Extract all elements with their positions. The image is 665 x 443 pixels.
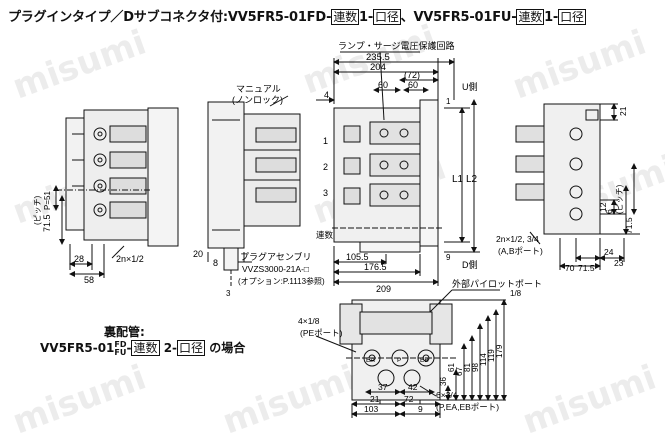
dim-70: 70 [565,263,575,273]
station-1: 1 [323,136,328,146]
subtitle-model: VV5FR5-01 [40,341,115,355]
dim-28: 28 [74,254,84,264]
label-pitch: (ピッチ) [33,195,42,225]
dim-72-bottom: 72 [404,394,414,404]
dim-21-bottom: 21 [370,394,380,404]
label-manual: マニュアル [236,84,281,94]
top-view [316,51,480,286]
left-view [53,107,179,278]
dim-72: (72) [404,70,420,80]
dim-9: 9 [446,253,451,262]
dim-9-bottom: 9 [418,404,423,414]
title-prefix: プラグインタイプ／Dサブコネクタ付:VV5FR5-01FD- [8,10,332,25]
label-rensu: 連数 [316,230,334,240]
dim-12: 12 [598,202,608,212]
title-mid2: 1- [544,10,559,25]
bottom-view [315,289,507,418]
dim-23: 23 [614,258,624,268]
dim-71-5: 71.5 [42,214,52,232]
dim-36: 36 [439,377,448,386]
subtitle-mid: 2- [163,341,178,355]
label-plug-model: VVZS3000-21A-□ [242,264,309,274]
dim-67: 67 [455,367,464,376]
title-box-kokei-2: 口径 [558,9,586,25]
label-pe-port: (PEポート) [300,328,343,338]
label-pea-port: (P,EA,EBポート) [436,402,499,412]
side-body [207,101,245,249]
label-L1: L1 [452,174,464,185]
dim-235-5: 235.5 [366,52,390,63]
dim-3: 3 [226,289,231,298]
label-p51: P=51 [43,191,52,210]
label-ab-size: 2n×1/2, 3/4 [496,234,539,244]
subtitle-box-kokei: 口径 [177,340,206,356]
subtitle-fu: FU [114,347,127,357]
label-L2: L2 [466,174,478,185]
label-port-eb: EB [420,357,429,364]
station-2: 2 [323,162,328,172]
dim-71-5-bottom: 71.5 [578,263,595,273]
label-nonlock: (ノンロック) [232,95,283,105]
dim-179: 179 [495,344,504,358]
label-ext-pilot: 外部パイロットポート [452,278,542,289]
label-pea-size: 6×3/4 [436,390,458,400]
label-lamp: ランプ・サージ電圧保護回路 [338,40,455,51]
dim-37: 37 [378,382,388,392]
dim-81: 81 [463,363,472,372]
right-view [515,103,640,270]
subtitle-suffix: の場合 [209,341,246,355]
dim-4: 4 [324,90,329,100]
dim-61: 61 [447,363,456,372]
dim-20: 20 [193,249,203,259]
subtitle-fd: FD [114,339,127,349]
label-pe-size: 4×1/8 [298,316,320,326]
dim-58: 58 [84,275,94,285]
label-plug: プラグアセンブリ [240,251,312,262]
label-port-ea: EA [366,357,375,364]
dim-8: 8 [213,258,218,268]
title-mid1: 1- [358,10,374,25]
dim-24: 24 [604,247,614,257]
dim-42: 42 [408,382,418,392]
title-box-rensu: 連数 [331,9,359,25]
subtitle-heading: 裏配管: [104,325,145,339]
subtitle-dash: - [126,341,132,355]
dim-209: 209 [376,284,391,294]
dim-204: 204 [370,62,386,73]
dim-6: 6 [604,209,614,214]
label-d-side: D側 [462,259,478,270]
dim-114: 114 [479,353,488,366]
dim-1: 1 [446,97,451,106]
side-view [207,95,301,286]
dim-105-5: 105.5 [346,252,369,262]
label-2n-half: 2n×1/2 [116,254,144,264]
title-box-kokei: 口径 [373,9,401,25]
dim-60a: 60 [378,80,388,90]
dim-176-5: 176.5 [364,262,387,272]
label-ab-port: (A,Bポート) [498,246,543,256]
left-connector [147,107,179,247]
label-pitch-right: (ピッチ) [615,184,624,214]
dim-21: 21 [618,106,628,116]
dim-119: 119 [487,349,496,362]
title-sep: 、VV5FR5-01FU- [400,10,517,25]
station-3: 3 [323,188,328,198]
title-box-rensu-2: 連数 [516,9,545,25]
dim-98: 98 [471,363,480,372]
dim-60b: 60 [408,80,418,90]
dim-71-5-right: 71.5 [624,217,634,234]
label-u-side: U側 [462,81,478,92]
label-option: (オプション:P.1113参照) [238,276,325,286]
label-ext-pilot-size: 1/8 [510,289,522,298]
label-port-p: P [397,357,401,364]
subtitle-box-rensu: 連数 [131,340,160,356]
dim-103: 103 [364,404,378,414]
